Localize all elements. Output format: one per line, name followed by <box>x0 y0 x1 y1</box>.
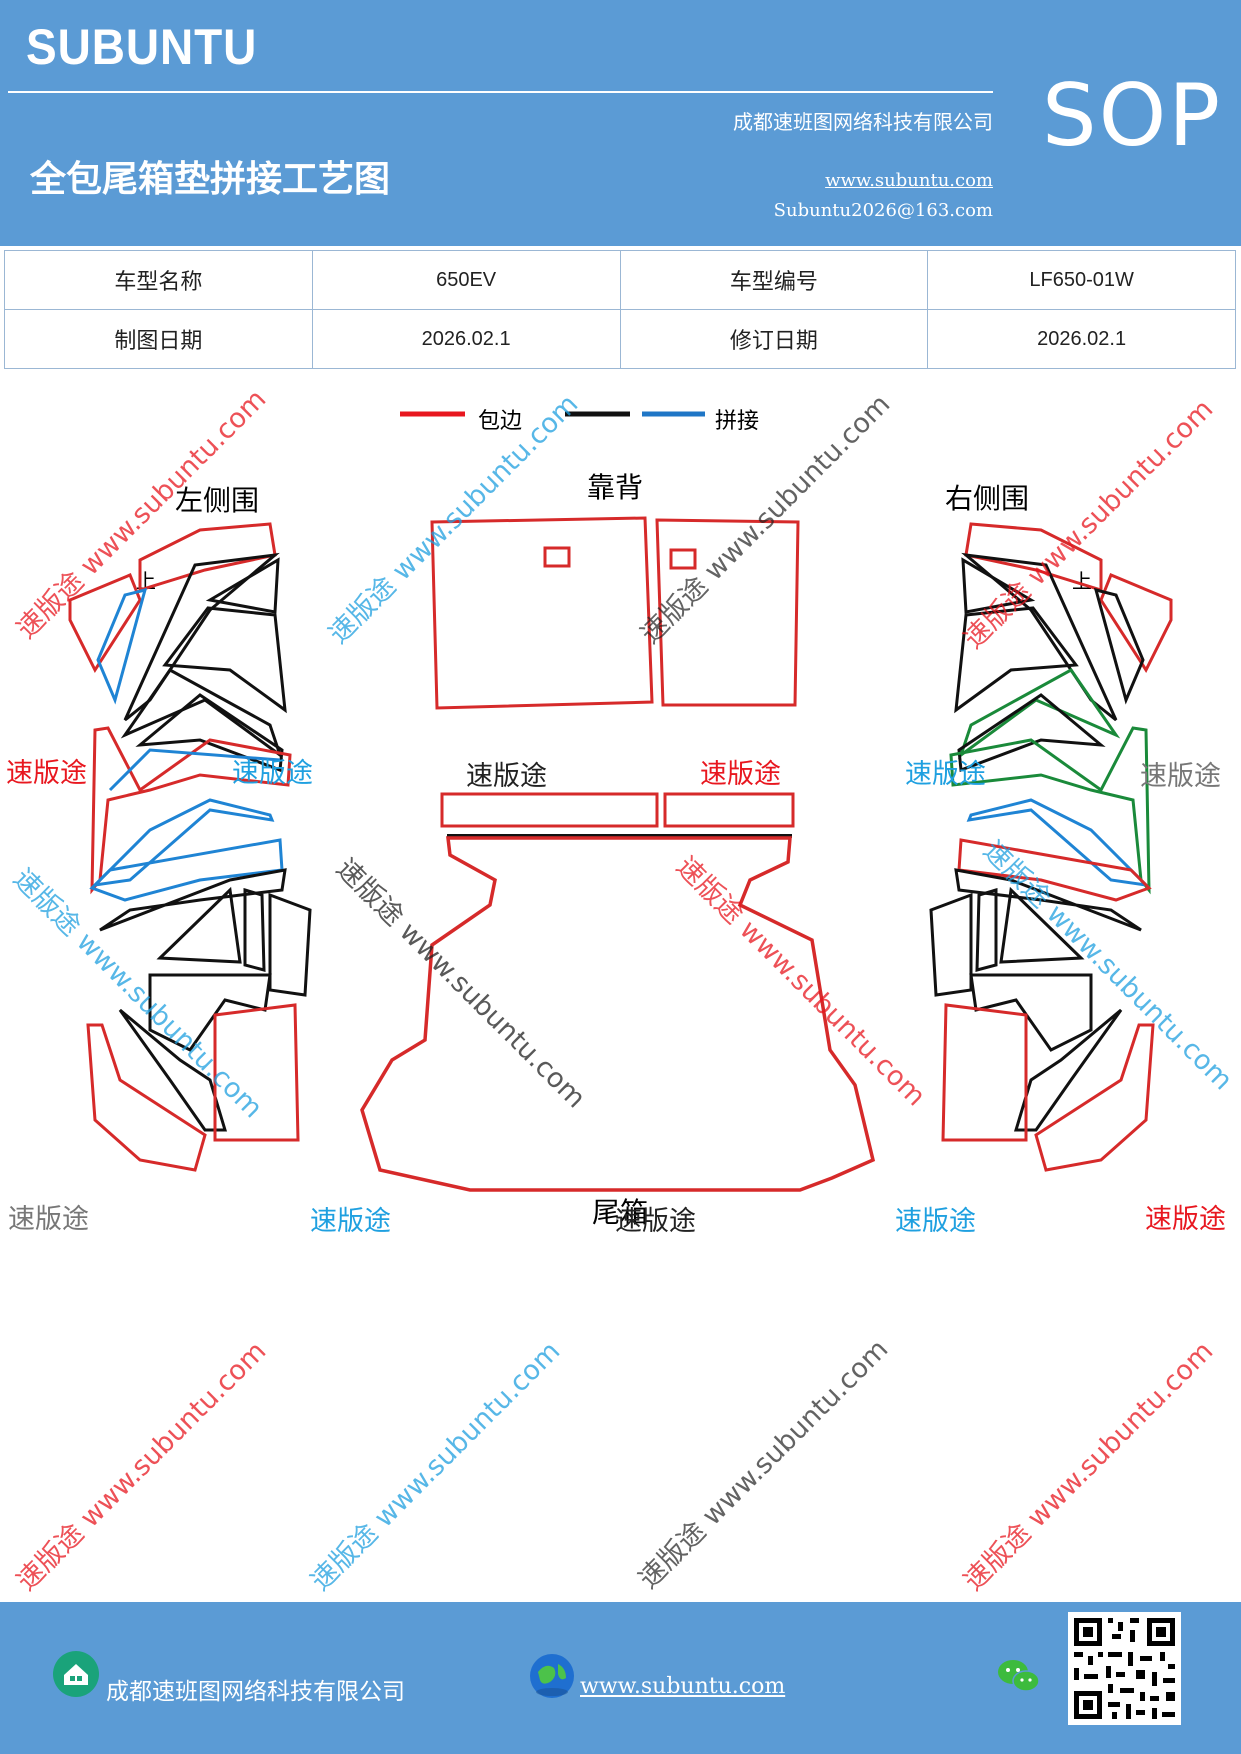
left-piece-4 <box>205 557 280 614</box>
left-piece-9 <box>99 868 287 932</box>
trunk-mat-diagram: 包边 拼接 左侧围 靠背 右侧围 尾箱 上 上 <box>6 384 1238 1597</box>
right-panel-pieces <box>929 522 1173 1172</box>
backrest-pieces <box>430 516 800 838</box>
right-splice-1 <box>966 798 1151 888</box>
header-divider <box>8 91 993 93</box>
left-piece-7 <box>135 693 284 773</box>
left-piece-16 <box>86 1023 207 1172</box>
watermark-url: 速版途 www.subuntu.com <box>7 863 268 1124</box>
left-piece-13 <box>148 973 272 1052</box>
watermark-brand: 速版途 <box>232 758 313 789</box>
watermark-brand: 速版途 <box>8 1204 89 1235</box>
right-piece-13 <box>969 973 1093 1052</box>
sop-badge: SOP <box>1042 66 1223 166</box>
watermark-url: 速版途 www.subuntu.com <box>958 1336 1219 1597</box>
label-trunk: 尾箱 <box>592 1196 648 1229</box>
value-model-code: LF650-01W <box>927 250 1236 310</box>
right-piece-12 <box>929 892 973 997</box>
watermark-url: 速版途 www.subuntu.com <box>977 835 1238 1096</box>
label-backrest: 靠背 <box>587 471 643 504</box>
left-splice-3 <box>90 798 275 888</box>
header-website-link[interactable]: www.subuntu.com <box>825 170 993 191</box>
brand-watermarks: 速版途 速版途 速版途 速版途 速版途 速版途 速版途 速版途 速版途 速版途 … <box>6 758 1226 1237</box>
watermark-brand: 速版途 <box>310 1206 391 1237</box>
backrest-right-piece <box>655 518 800 707</box>
label-model-code: 车型编号 <box>619 250 929 310</box>
backrest-left-notch <box>543 546 571 568</box>
trunk-floor-piece <box>360 836 876 1192</box>
watermark-url: 速版途 www.subuntu.com <box>305 1336 566 1597</box>
backrest-strip-left <box>440 792 659 828</box>
footer-website-link[interactable]: www.subuntu.com <box>580 1674 786 1699</box>
footer-bar: 成都速班图网络科技有限公司 www.subuntu.com <box>0 1602 1241 1754</box>
right-piece-3 <box>1093 587 1145 705</box>
globe-icon <box>530 1654 574 1698</box>
table-row: 制图日期 2026.02.1 修订日期 2026.02.1 <box>4 309 1236 369</box>
left-piece-10 <box>156 886 242 964</box>
house-icon <box>53 1651 99 1697</box>
left-piece-11 <box>243 887 266 972</box>
header-email[interactable]: Subuntu2026@163.com <box>773 200 993 221</box>
right-piece-2 <box>1099 573 1173 674</box>
watermark-brand: 速版途 <box>1140 761 1221 792</box>
label-draw-date: 制图日期 <box>4 309 313 369</box>
label-right-panel: 右侧围 <box>945 482 1029 515</box>
right-splice-green-1 <box>958 668 1121 759</box>
left-piece-6 <box>120 668 283 759</box>
left-splice-1 <box>96 587 148 705</box>
watermark-url: 速版途 www.subuntu.com <box>958 394 1219 655</box>
watermark-url: 速版途 www.subuntu.com <box>670 851 931 1112</box>
value-model-name: 650EV <box>311 250 621 310</box>
watermark-brand: 速版途 <box>895 1206 976 1237</box>
watermark-brand: 速版途 <box>466 761 547 792</box>
watermark-brand: 速版途 <box>615 1206 696 1237</box>
left-piece-2 <box>68 573 142 674</box>
left-piece-15 <box>213 1003 300 1142</box>
watermark-brand: 速版途 <box>1145 1204 1226 1235</box>
label-left-panel: 左侧围 <box>175 484 259 517</box>
right-piece-7 <box>957 693 1106 773</box>
qr-code[interactable] <box>1068 1612 1181 1725</box>
url-watermarks: 速版途 www.subuntu.com 速版途 www.subuntu.com … <box>7 384 1238 1597</box>
right-piece-14 <box>1013 1008 1123 1132</box>
value-revision-date: 2026.02.1 <box>927 309 1236 369</box>
left-panel-pieces <box>68 522 312 1172</box>
table-row: 车型名称 650EV 车型编号 LF650-01W <box>4 250 1236 310</box>
watermark-brand: 速版途 <box>6 758 87 789</box>
backrest-right-notch <box>669 548 697 570</box>
watermark-brand: 速版途 <box>905 759 986 790</box>
legend-label-edge: 包边 <box>478 409 522 434</box>
left-piece-14 <box>118 1008 228 1132</box>
left-piece-12 <box>268 892 312 997</box>
right-piece-16 <box>1034 1023 1155 1172</box>
wechat-icon[interactable] <box>996 1656 1042 1696</box>
footer-company: 成都速班图网络科技有限公司 <box>106 1679 405 1705</box>
right-piece-6 <box>954 606 1079 714</box>
info-table: 车型名称 650EV 车型编号 LF650-01W 制图日期 2026.02.1… <box>4 250 1236 369</box>
backrest-strip-right <box>663 792 795 828</box>
right-piece-9 <box>954 868 1142 932</box>
header-company: 成都速班图网络科技有限公司 <box>733 110 993 134</box>
right-piece-10 <box>999 886 1085 964</box>
watermark-url: 速版途 www.subuntu.com <box>633 1334 894 1595</box>
page-title: 全包尾箱垫拼接工艺图 <box>30 159 391 200</box>
watermark-url: 速版途 www.subuntu.com <box>11 1336 272 1597</box>
backrest-left-piece <box>430 516 654 710</box>
right-piece-5 <box>961 557 1036 614</box>
watermark-url: 速版途 www.subuntu.com <box>330 853 591 1114</box>
left-splice-2 <box>108 748 281 792</box>
legend: 包边 拼接 <box>400 409 759 434</box>
right-piece-11 <box>975 887 998 972</box>
watermark-brand: 速版途 <box>700 759 781 790</box>
left-piece-5 <box>162 606 287 714</box>
label-model-name: 车型名称 <box>4 250 313 310</box>
logo: SUBUNTU <box>26 19 258 75</box>
value-draw-date: 2026.02.1 <box>311 309 621 369</box>
header-banner: SUBUNTU 成都速班图网络科技有限公司 全包尾箱垫拼接工艺图 www.sub… <box>0 0 1241 246</box>
right-piece-15 <box>941 1003 1028 1142</box>
legend-label-splice: 拼接 <box>715 409 759 434</box>
